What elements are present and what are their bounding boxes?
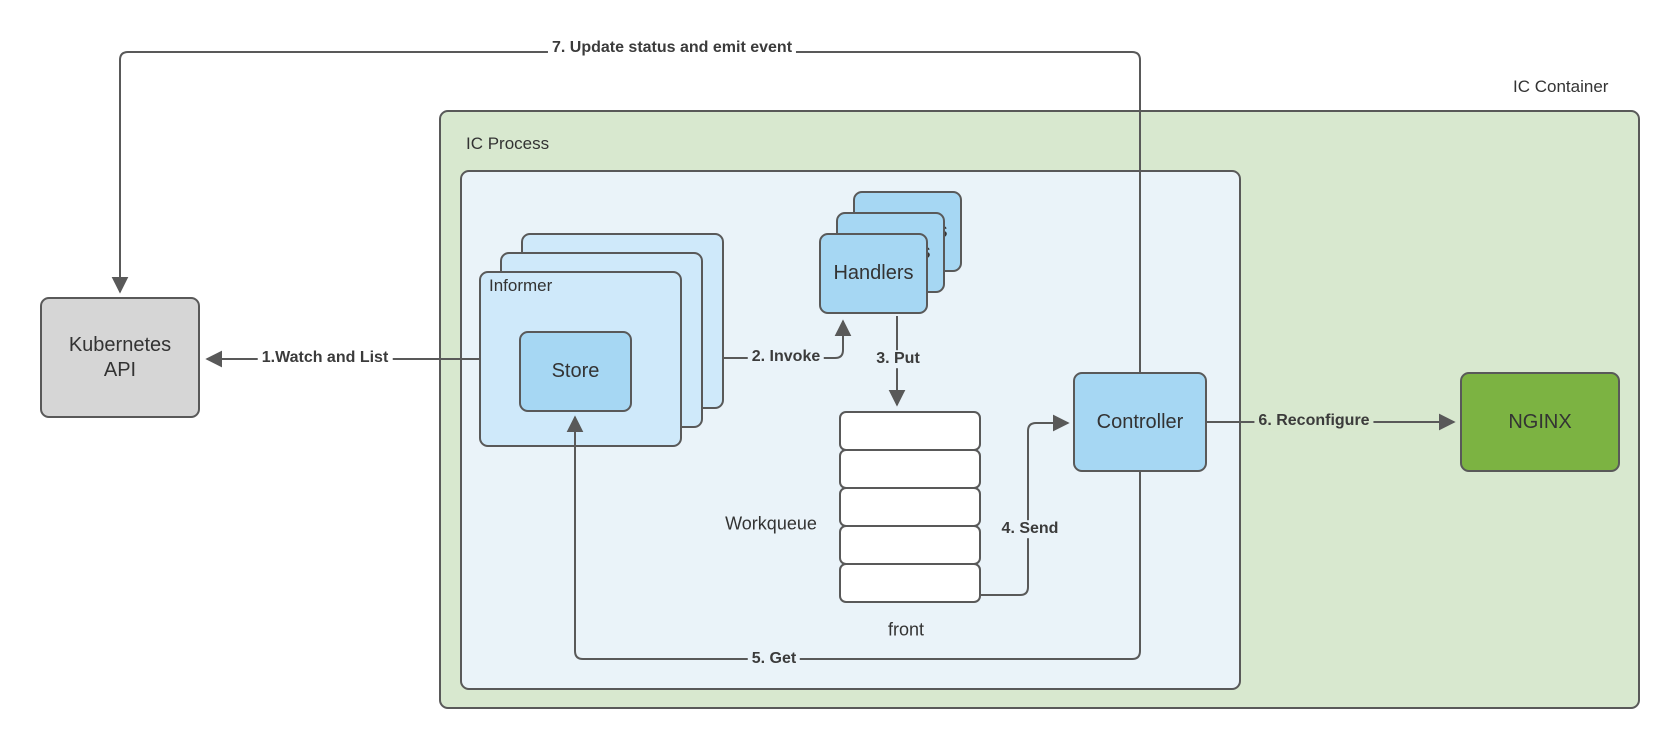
kubernetes-api-node: Kubernetes API	[40, 297, 200, 418]
handlers-label: Handlers	[833, 262, 914, 284]
controller-label: Controller	[1096, 410, 1184, 433]
informer-label: Informer	[489, 276, 553, 295]
controller-node: Controller	[1073, 372, 1207, 472]
store-node: Store	[519, 331, 632, 412]
edge-label-watch-and-list: 1.Watch and List	[257, 349, 393, 367]
edge-label-invoke: 2. Invoke	[747, 348, 825, 366]
edge-label-update-status: 7. Update status and emit event	[547, 39, 797, 57]
handlers-card-front: Handlers	[819, 233, 928, 314]
ic-process-label: IC Process	[466, 134, 550, 153]
nginx-node: NGINX	[1460, 372, 1620, 472]
ic-container-label: IC Container	[1513, 77, 1609, 96]
workqueue-front-label: front	[887, 619, 925, 640]
nginx-label: NGINX	[1508, 410, 1572, 433]
workqueue-cell	[839, 449, 981, 489]
edge-label-send: 4. Send	[997, 520, 1063, 538]
workqueue-cell	[839, 411, 981, 451]
workqueue-cell	[839, 487, 981, 527]
workqueue-cell	[839, 563, 981, 603]
edge-label-put: 3. Put	[872, 350, 924, 368]
edge-label-get: 5. Get	[747, 650, 801, 668]
workqueue-label: Workqueue	[725, 513, 817, 534]
kubernetes-api-label: Kubernetes API	[68, 333, 172, 381]
edge-label-reconfigure: 6. Reconfigure	[1254, 412, 1374, 430]
workqueue-cell	[839, 525, 981, 565]
store-label: Store	[551, 360, 600, 382]
